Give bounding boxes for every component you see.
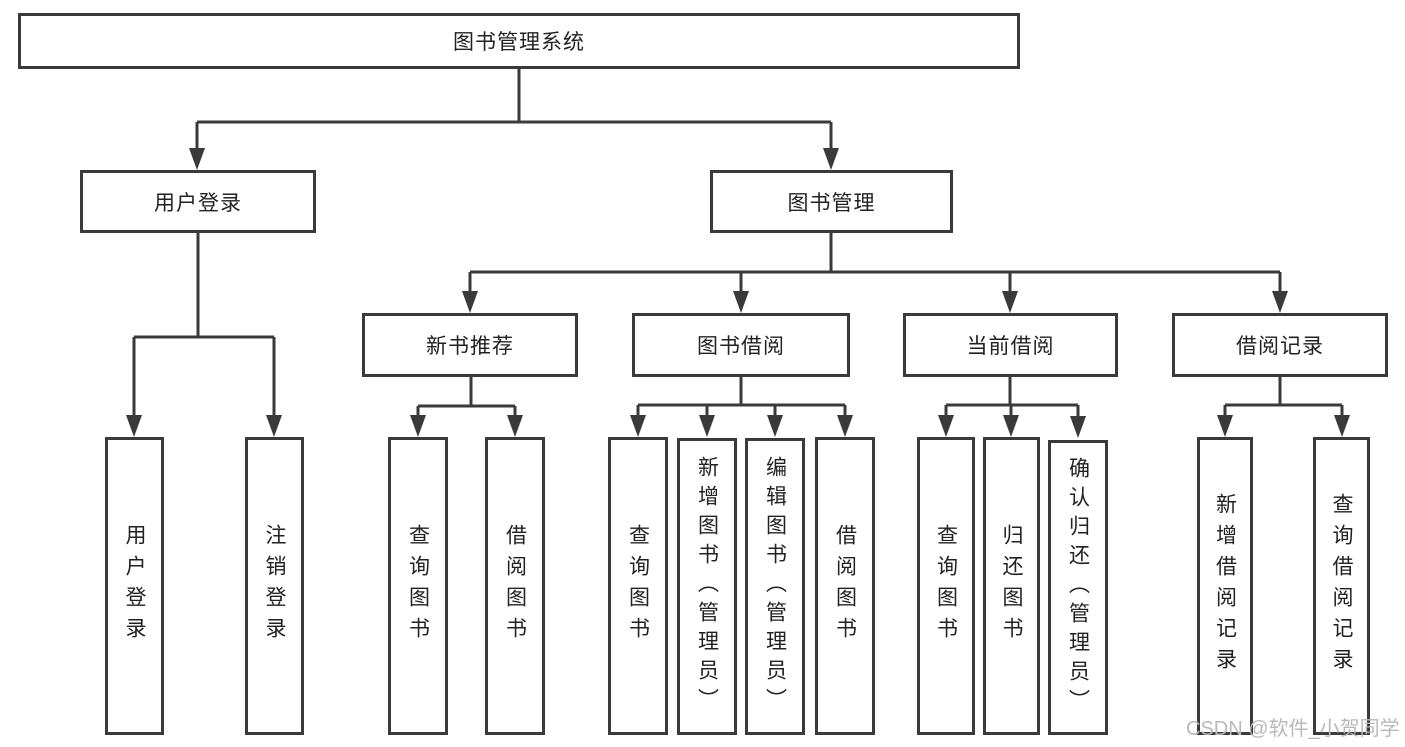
leaf-logout: 注销登录 xyxy=(245,437,304,735)
leaf-label: 查询图书 xyxy=(406,524,430,648)
leaf-label: 新增图书（管理员） xyxy=(695,456,719,717)
node-borrow-records: 借阅记录 xyxy=(1172,313,1388,377)
leaf-label: 查询图书 xyxy=(934,524,958,648)
node-label: 新书推荐 xyxy=(426,335,514,358)
leaf-label: 借阅图书 xyxy=(833,524,857,648)
node-user-login: 用户登录 xyxy=(80,170,316,233)
node-library-management-system: 图书管理系统 xyxy=(18,13,1020,69)
connector-root-to-level2 xyxy=(189,68,839,170)
leaf-query-books-borrow: 查询图书 xyxy=(608,437,668,735)
connector-book-borrow-to-leaves xyxy=(630,376,853,437)
leaf-add-books-admin: 新增图书（管理员） xyxy=(677,438,737,735)
leaf-query-books-current: 查询图书 xyxy=(917,437,975,735)
node-label: 图书管理 xyxy=(787,191,876,215)
leaf-label: 编辑图书（管理员） xyxy=(763,456,787,717)
node-book-borrow: 图书借阅 xyxy=(632,313,850,377)
leaf-edit-books-admin: 编辑图书（管理员） xyxy=(745,438,805,735)
node-label: 借阅记录 xyxy=(1236,335,1324,358)
node-label: 图书管理系统 xyxy=(453,31,585,54)
node-label: 用户登录 xyxy=(154,191,242,215)
node-label: 图书借阅 xyxy=(697,335,785,358)
connector-borrow-records-to-leaves xyxy=(1217,376,1350,437)
node-current-borrow: 当前借阅 xyxy=(903,313,1118,377)
connector-user-login-to-leaves xyxy=(126,233,282,437)
leaf-borrow-books-recommend: 借阅图书 xyxy=(485,437,545,735)
leaf-label: 注销登录 xyxy=(263,524,287,648)
leaf-query-borrow-record: 查询借阅记录 xyxy=(1313,437,1370,735)
connector-new-book-recommend-to-leaves xyxy=(410,376,523,437)
node-book-management: 图书管理 xyxy=(710,170,953,233)
leaf-query-books-recommend: 查询图书 xyxy=(388,437,448,735)
leaf-label: 新增借阅记录 xyxy=(1213,493,1237,679)
leaf-label: 确认归还（管理员） xyxy=(1066,457,1090,718)
leaf-label: 用户登录 xyxy=(123,524,147,648)
leaf-label: 归还图书 xyxy=(1000,524,1024,648)
connector-book-management-to-level3 xyxy=(462,233,1288,313)
leaf-confirm-return-admin: 确认归还（管理员） xyxy=(1048,440,1108,735)
connector-current-borrow-to-leaves xyxy=(938,376,1086,438)
leaf-borrow-books: 借阅图书 xyxy=(815,437,875,735)
leaf-return-books: 归还图书 xyxy=(983,437,1040,735)
csdn-watermark: CSDN @软件_小贺同学 xyxy=(1186,718,1400,740)
node-label: 当前借阅 xyxy=(966,335,1055,358)
leaf-user-login: 用户登录 xyxy=(105,437,164,735)
leaf-add-borrow-record: 新增借阅记录 xyxy=(1197,437,1253,735)
node-new-book-recommend: 新书推荐 xyxy=(362,313,578,377)
leaf-label: 借阅图书 xyxy=(503,524,527,648)
leaf-label: 查询借阅记录 xyxy=(1330,493,1354,679)
leaf-label: 查询图书 xyxy=(626,524,650,648)
